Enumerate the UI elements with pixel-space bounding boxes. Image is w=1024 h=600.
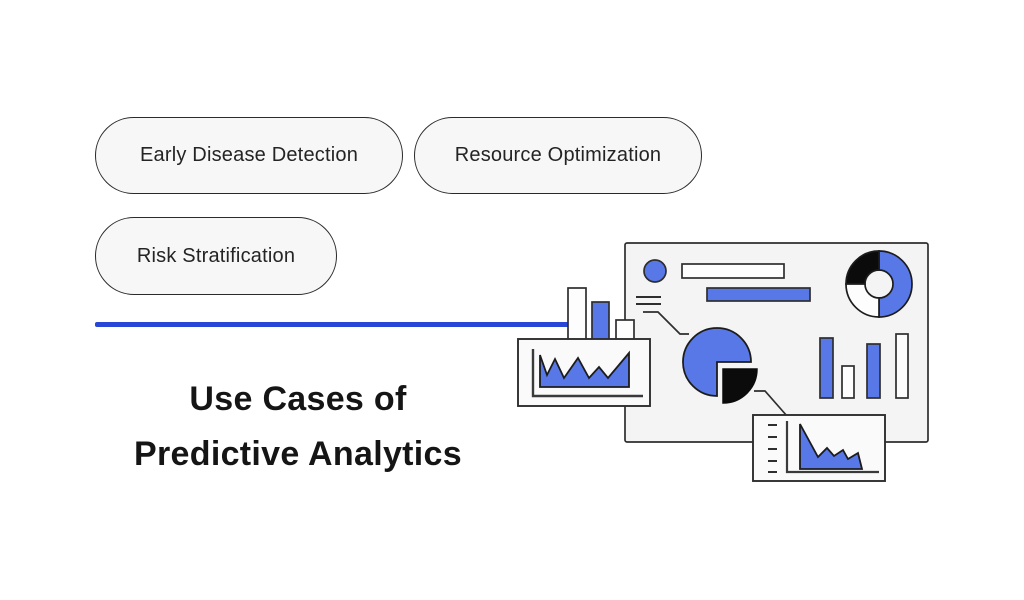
tag-resource-optimization: Resource Optimization xyxy=(414,117,702,194)
area-chart-axis xyxy=(785,421,879,474)
menu-lines-icon xyxy=(636,296,661,305)
pie-chart-icon xyxy=(682,327,758,404)
area-chart-ticks xyxy=(768,424,777,473)
tag-early-disease-detection: Early Disease Detection xyxy=(95,117,403,194)
line-chart-card xyxy=(517,338,651,407)
line-chart-area xyxy=(539,350,630,388)
tag-label: Early Disease Detection xyxy=(139,144,359,166)
tag-risk-stratification: Risk Stratification xyxy=(95,217,337,295)
donut-chart-icon xyxy=(845,250,913,318)
progress-bar-filled xyxy=(706,287,811,302)
page-title-line1: Use Cases of xyxy=(189,380,407,418)
mini-bar-chart-icon xyxy=(567,287,635,341)
mini-bar-2 xyxy=(591,301,610,341)
column-bar-1 xyxy=(819,337,834,399)
pie-slice-black-detached xyxy=(722,368,758,404)
blue-divider-line xyxy=(95,322,570,327)
column-bar-4 xyxy=(895,333,909,399)
column-chart-icon xyxy=(819,333,909,399)
area-chart-card xyxy=(752,414,886,482)
mini-bar-1 xyxy=(567,287,587,341)
donut-segment-white xyxy=(845,283,880,318)
page-title-line2: Predictive Analytics xyxy=(134,435,462,473)
progress-bar-outline xyxy=(681,263,785,279)
connector-line-pie-to-card xyxy=(754,390,788,417)
column-bar-3 xyxy=(866,343,881,399)
status-dot xyxy=(643,259,667,283)
donut-segment-blue xyxy=(878,250,913,318)
pie-slice-blue xyxy=(682,327,752,397)
tag-label: Risk Stratification xyxy=(136,244,296,267)
tag-label: Resource Optimization xyxy=(454,144,662,166)
mini-bar-3 xyxy=(615,319,635,341)
area-chart-area xyxy=(799,423,864,470)
connector-line-menu-to-pie xyxy=(643,311,689,335)
column-bar-2 xyxy=(841,365,855,399)
page-title: Use Cases of Predictive Analytics xyxy=(98,372,498,482)
line-chart-axis xyxy=(531,349,643,398)
